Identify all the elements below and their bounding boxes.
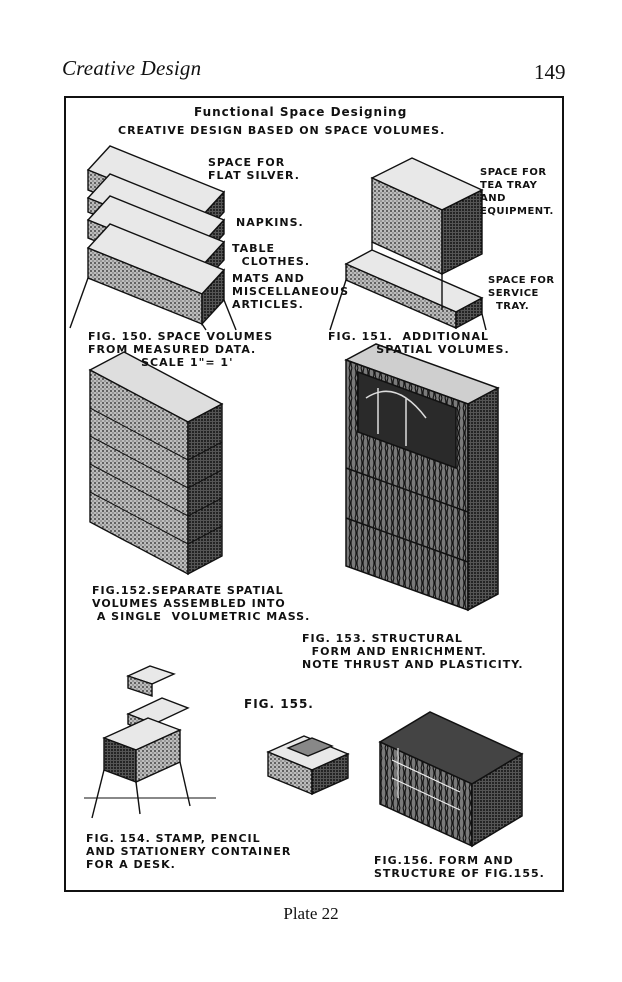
fig151-volumes [329, 157, 487, 331]
page-number: 149 [534, 60, 566, 84]
label-table-cloths: TABLE CLOTHES. [232, 242, 311, 268]
fig155-caption: FIG. 155. [244, 697, 314, 711]
fig154-caption: FIG. 154. STAMP, PENCIL AND STATIONERY C… [86, 832, 292, 871]
label-mats: MATS AND MISCELLANEOUS ARTICLES. [232, 272, 350, 311]
label-service-tray: SPACE FOR SERVICE TRAY. [488, 275, 555, 312]
fig152-mass [88, 351, 224, 576]
label-napkins: NAPKINS. [236, 216, 304, 229]
fig151-caption: FIG. 151. ADDITIONAL SPATIAL VOLUMES. [328, 330, 510, 356]
plate-drawings [69, 145, 524, 848]
label-flat-silver: SPACE FOR FLAT SILVER. [208, 156, 300, 182]
running-title: Creative Design [62, 56, 202, 80]
fig150-caption: FIG. 150. SPACE VOLUMES FROM MEASURED DA… [88, 330, 274, 369]
plate-illustration: Functional Space Designing CREATIVE DESI… [64, 96, 564, 892]
fig156-cabinet [378, 711, 524, 848]
fig153-caption: FIG. 153. STRUCTURAL FORM AND ENRICHMENT… [302, 632, 524, 671]
fig152-caption: FIG.152.SEPARATE SPATIAL VOLUMES ASSEMBL… [92, 584, 311, 623]
fig153-cabinet [344, 343, 500, 612]
plate-subtitle: CREATIVE DESIGN BASED ON SPACE VOLUMES. [118, 124, 446, 137]
label-tea-tray: SPACE FOR TEA TRAY AND EQUIPMENT. [480, 167, 554, 217]
fig155-object [266, 735, 350, 796]
fig156-caption: FIG.156. FORM AND STRUCTURE OF FIG.155. [374, 854, 545, 880]
plate-label: Plate 22 [283, 904, 339, 923]
plate-title: Functional Space Designing [194, 105, 408, 119]
fig154-container [84, 665, 216, 819]
fig150-stack [69, 145, 237, 331]
